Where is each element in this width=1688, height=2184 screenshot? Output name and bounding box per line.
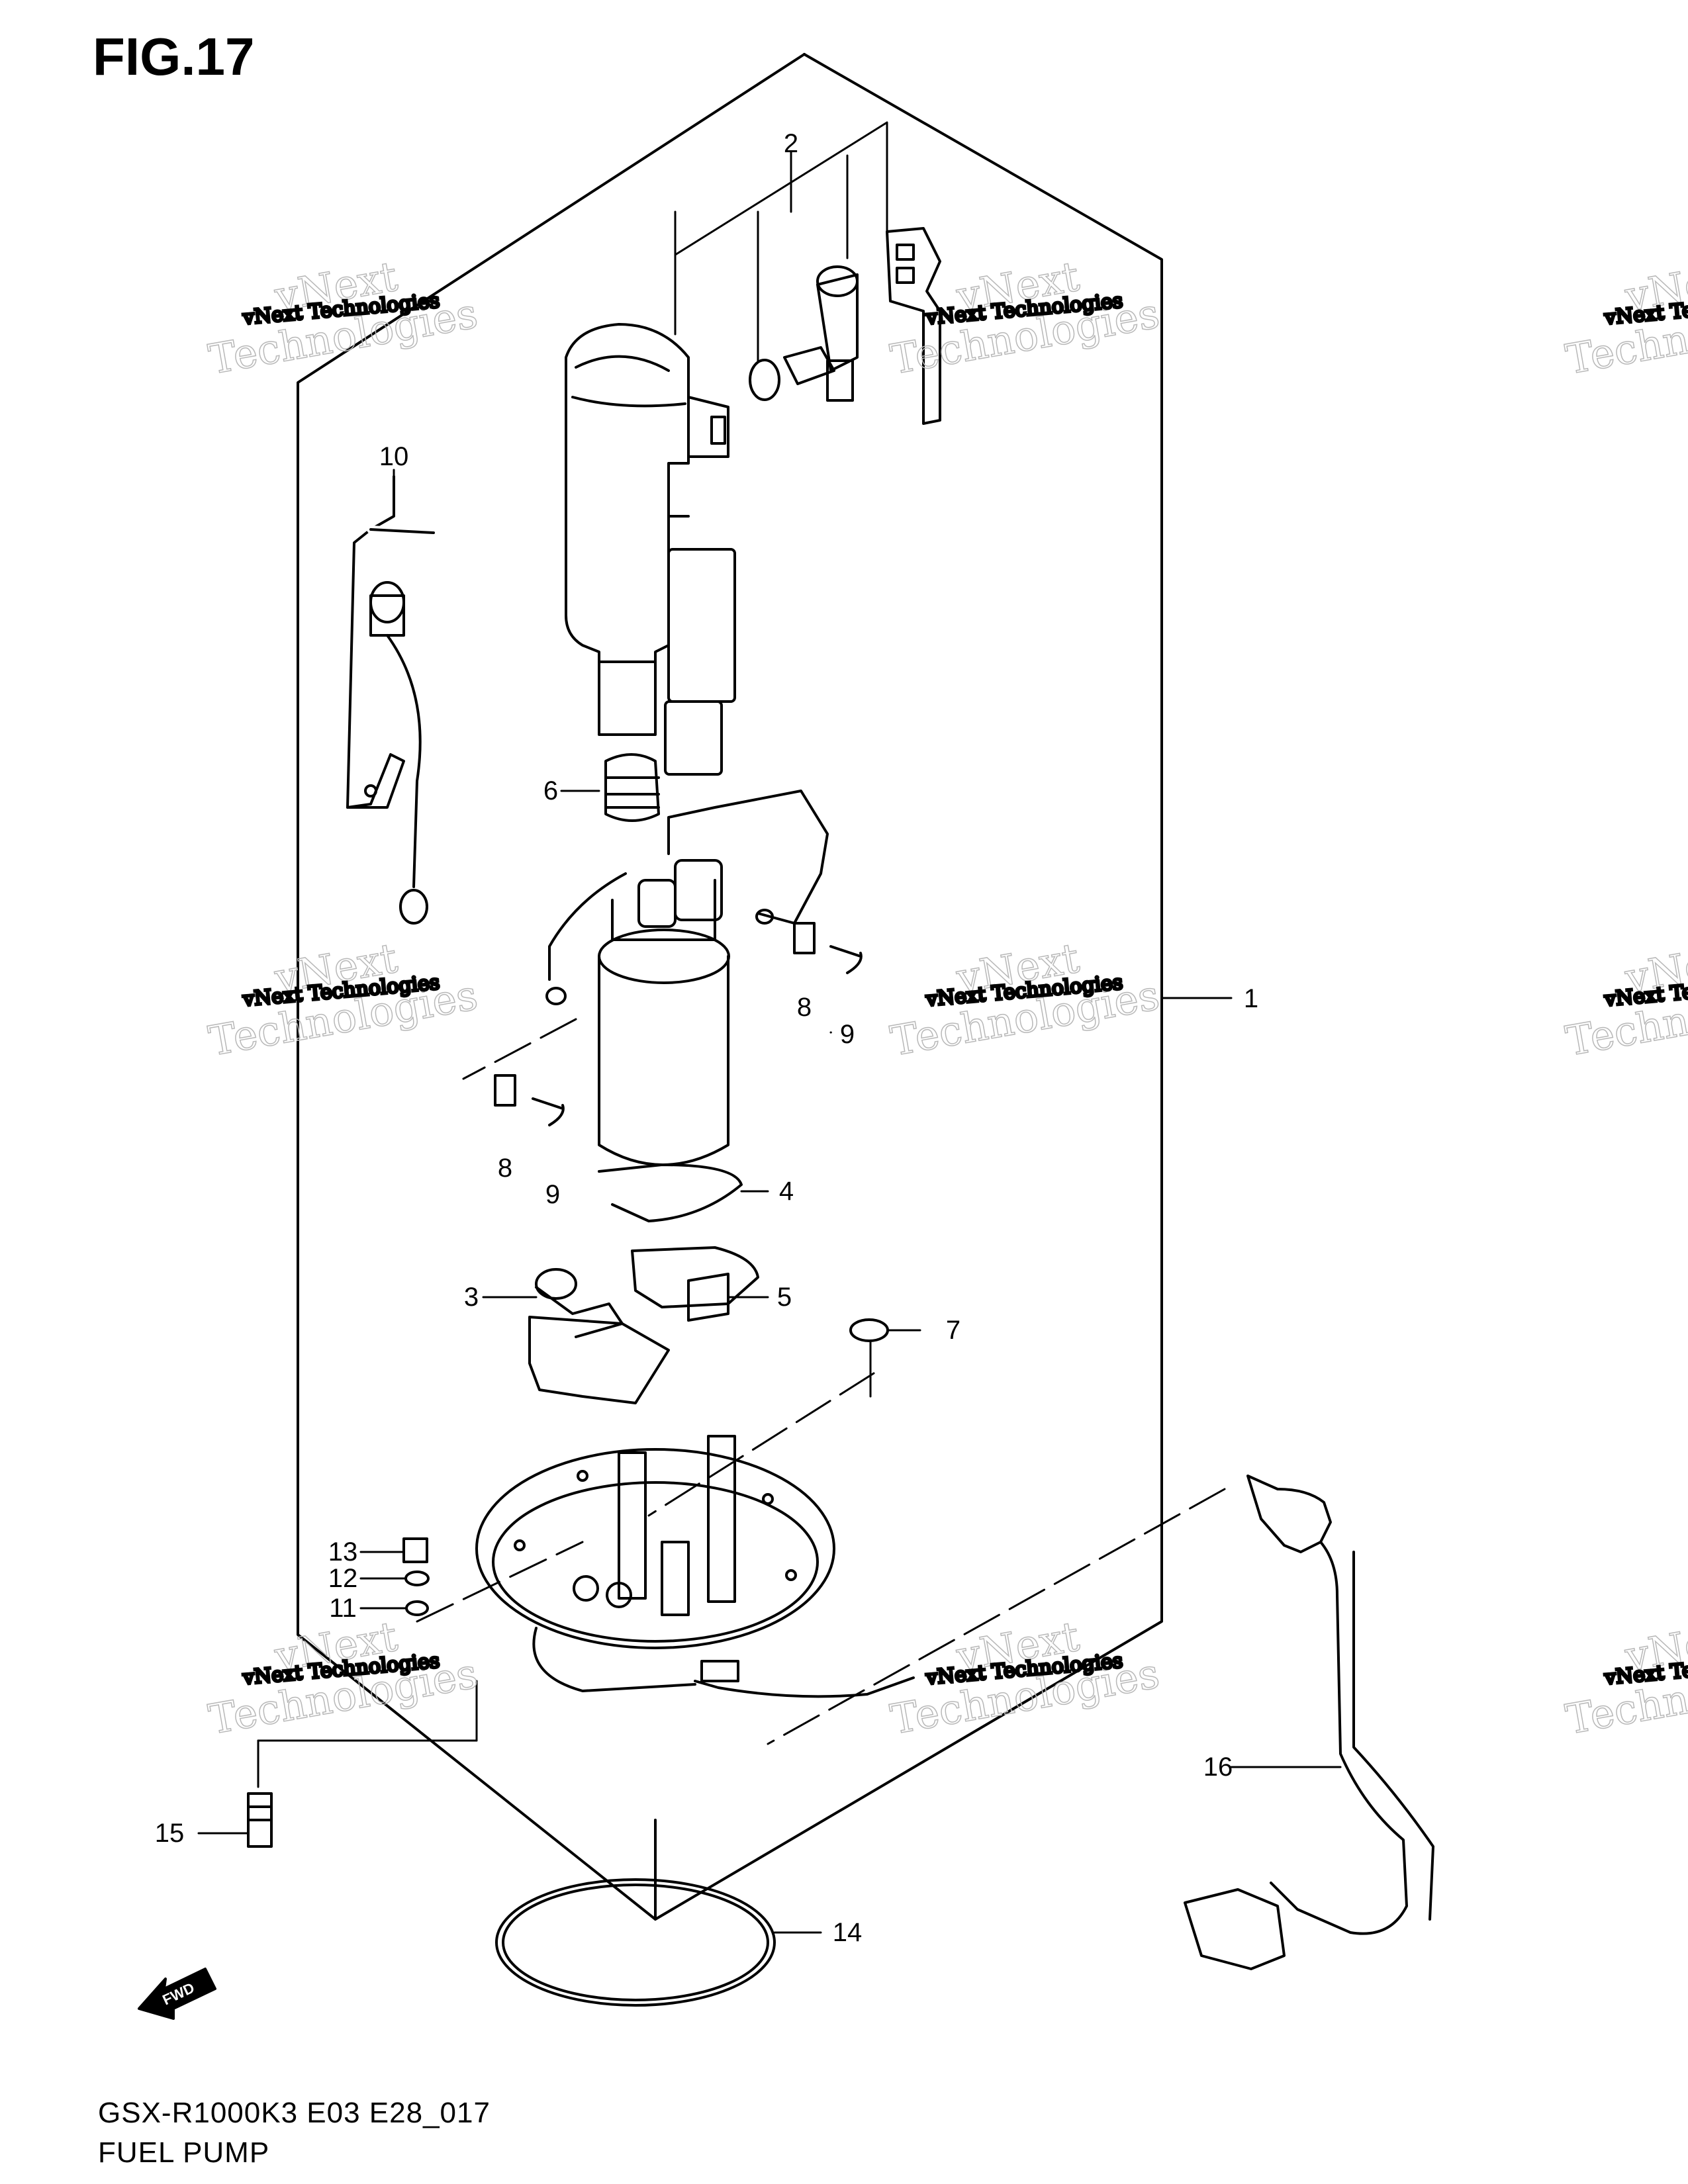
guide-lines (416, 1018, 1226, 1745)
callout-15: 15 (155, 1819, 185, 1848)
fuel-level-sender (346, 475, 438, 925)
callout-9-upper: 9 (840, 1020, 855, 1049)
callout-2: 2 (784, 129, 798, 158)
callout-4: 4 (779, 1177, 794, 1206)
pump-holders (598, 1163, 759, 1322)
mounting-plate (475, 1435, 915, 1698)
leader-lines (197, 469, 1342, 1934)
callout-numbers: 2 10 6 1 8 9 8 9 4 3 5 7 13 12 11 16 15 … (155, 129, 1258, 1947)
callout-8-lower: 8 (498, 1154, 512, 1183)
callout-10: 10 (379, 442, 409, 471)
fuel-filter (565, 323, 736, 776)
callout-12: 12 (328, 1564, 358, 1593)
fuel-hose (1184, 1475, 1434, 1970)
callout-7: 7 (946, 1316, 961, 1345)
callout-3: 3 (464, 1283, 479, 1312)
cushion (604, 753, 660, 822)
figure-name: FUEL PUMP (98, 2136, 270, 2169)
model-code: GSX-R1000K3 E03 E28_017 (98, 2097, 491, 2129)
pressure-regulator (749, 227, 941, 425)
callout-16: 16 (1203, 1752, 1233, 1782)
callout-6: 6 (543, 776, 558, 805)
watermarks: Technologies vNext vNext Technologies Te… (205, 251, 1688, 1745)
fuel-pump-motor (545, 790, 829, 1166)
callout-2-bracket (674, 121, 888, 362)
callout-13: 13 (328, 1537, 358, 1567)
figure-title: FIG.17 (93, 27, 255, 86)
callout-5: 5 (777, 1283, 792, 1312)
callout-9-lower: 9 (545, 1180, 560, 1209)
callout-14: 14 (833, 1918, 863, 1947)
o-ring (495, 1878, 776, 2007)
filter-bracket (528, 1268, 670, 1404)
callout-1: 1 (1244, 984, 1258, 1013)
fwd-arrow-icon: FWD (138, 1968, 216, 2020)
callout-8-upper: 8 (797, 993, 812, 1022)
callout-11: 11 (329, 1594, 357, 1623)
